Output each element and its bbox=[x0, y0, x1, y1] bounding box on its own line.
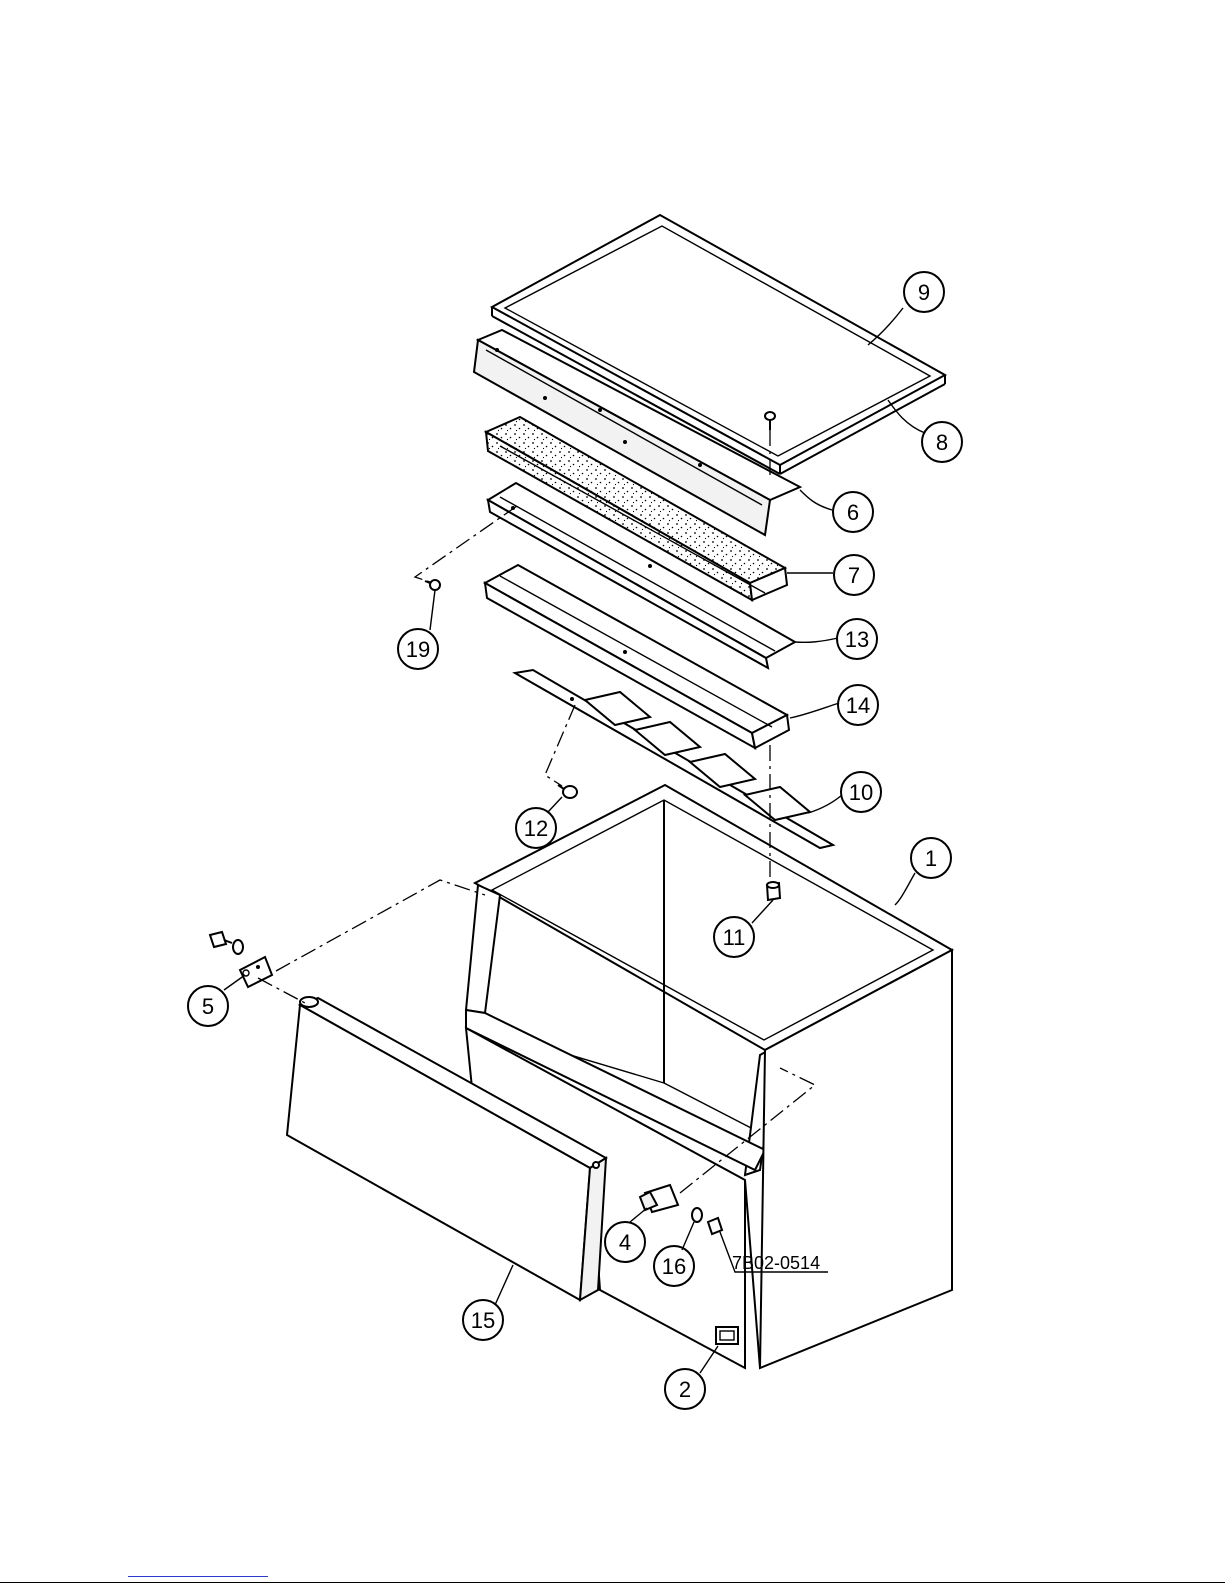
callout-19: 19 bbox=[398, 629, 438, 669]
callout-10: 10 bbox=[841, 772, 881, 812]
svg-text:4: 4 bbox=[619, 1230, 631, 1255]
svg-text:14: 14 bbox=[846, 693, 870, 718]
callout-15: 15 bbox=[463, 1300, 503, 1340]
svg-text:9: 9 bbox=[918, 280, 930, 305]
callout-2: 2 bbox=[665, 1369, 705, 1409]
bin-door bbox=[287, 997, 606, 1300]
svg-text:7: 7 bbox=[848, 563, 860, 588]
page-bottom-rule bbox=[0, 1582, 1225, 1583]
callout-9: 9 bbox=[904, 272, 944, 312]
callout-1: 1 bbox=[911, 838, 951, 878]
svg-text:5: 5 bbox=[202, 994, 214, 1019]
left-hinge-assembly bbox=[210, 932, 272, 987]
cabinet-body bbox=[466, 785, 952, 1368]
svg-text:10: 10 bbox=[849, 780, 873, 805]
callout-7: 7 bbox=[834, 555, 874, 595]
callout-5: 5 bbox=[188, 986, 228, 1026]
svg-text:6: 6 bbox=[847, 500, 859, 525]
callout-12: 12 bbox=[516, 808, 556, 848]
svg-text:15: 15 bbox=[471, 1308, 495, 1333]
svg-text:1: 1 bbox=[925, 846, 937, 871]
svg-text:2: 2 bbox=[679, 1377, 691, 1402]
callout-8: 8 bbox=[922, 422, 962, 462]
top-cover-frame bbox=[492, 215, 945, 474]
svg-text:19: 19 bbox=[406, 637, 430, 662]
fastener-screw bbox=[558, 785, 577, 798]
callout-6: 6 bbox=[833, 492, 873, 532]
svg-text:8: 8 bbox=[936, 430, 948, 455]
bottom-link-underline[interactable] bbox=[128, 1576, 268, 1577]
svg-text:13: 13 bbox=[845, 627, 869, 652]
part-code-label: 7B02-0514 bbox=[732, 1253, 820, 1273]
callout-14: 14 bbox=[838, 685, 878, 725]
svg-text:11: 11 bbox=[723, 925, 746, 950]
callout-13: 13 bbox=[837, 619, 877, 659]
svg-text:16: 16 bbox=[662, 1254, 686, 1279]
svg-text:12: 12 bbox=[524, 816, 548, 841]
